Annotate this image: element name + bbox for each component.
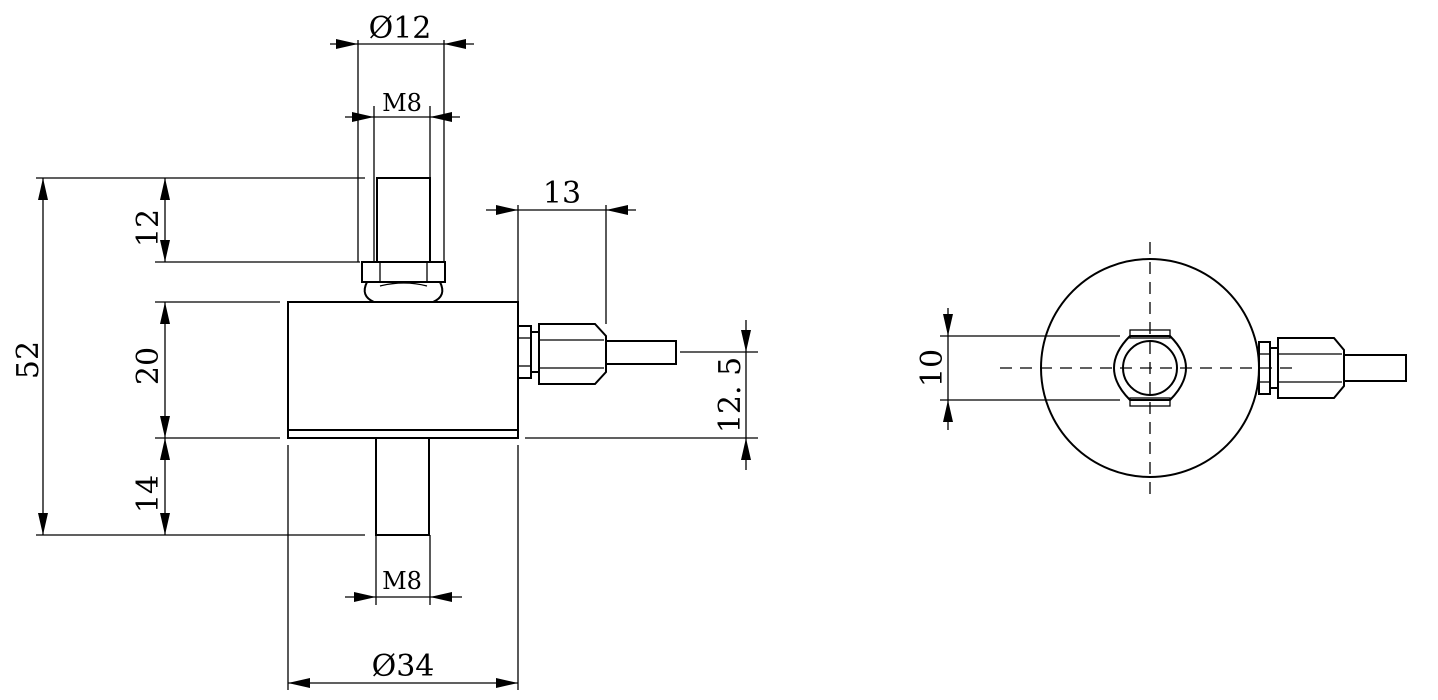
dim-cable-height: 12. 5 [525,320,758,470]
label-total-height: 52 [11,341,46,379]
label-bottom-thread: M8 [382,567,422,595]
dim-body-diameter: Ø34 [287,445,519,690]
side-cable-connector [1258,337,1407,399]
label-top-stud-length: 12 [131,209,166,247]
dim-side-flat: 10 [915,308,1120,430]
label-bottom-stud-length: 14 [131,475,166,513]
dim-cable-offset: 13 [486,176,636,324]
sensor-body [287,301,519,439]
side-view: 10 [915,242,1407,496]
label-cable-offset: 13 [543,176,581,211]
dim-top-diameter: Ø12 [330,11,474,262]
front-view: Ø12 M8 M8 Ø34 [11,11,758,690]
label-top-diameter: Ø12 [369,11,432,46]
label-body-height: 20 [131,347,166,385]
dim-bottom-thread: M8 [345,535,462,605]
hex-nut [361,261,446,303]
label-side-flat: 10 [915,349,950,387]
label-top-thread: M8 [382,89,422,117]
label-cable-height: 12. 5 [713,357,748,433]
dim-vertical-left: 52 12 20 14 [11,177,365,536]
label-body-diameter: Ø34 [372,649,435,684]
top-stud [376,177,431,263]
cable-connector [517,323,677,385]
bottom-stud [375,437,430,536]
center-stud [1112,329,1188,407]
dim-top-thread: M8 [345,89,460,262]
